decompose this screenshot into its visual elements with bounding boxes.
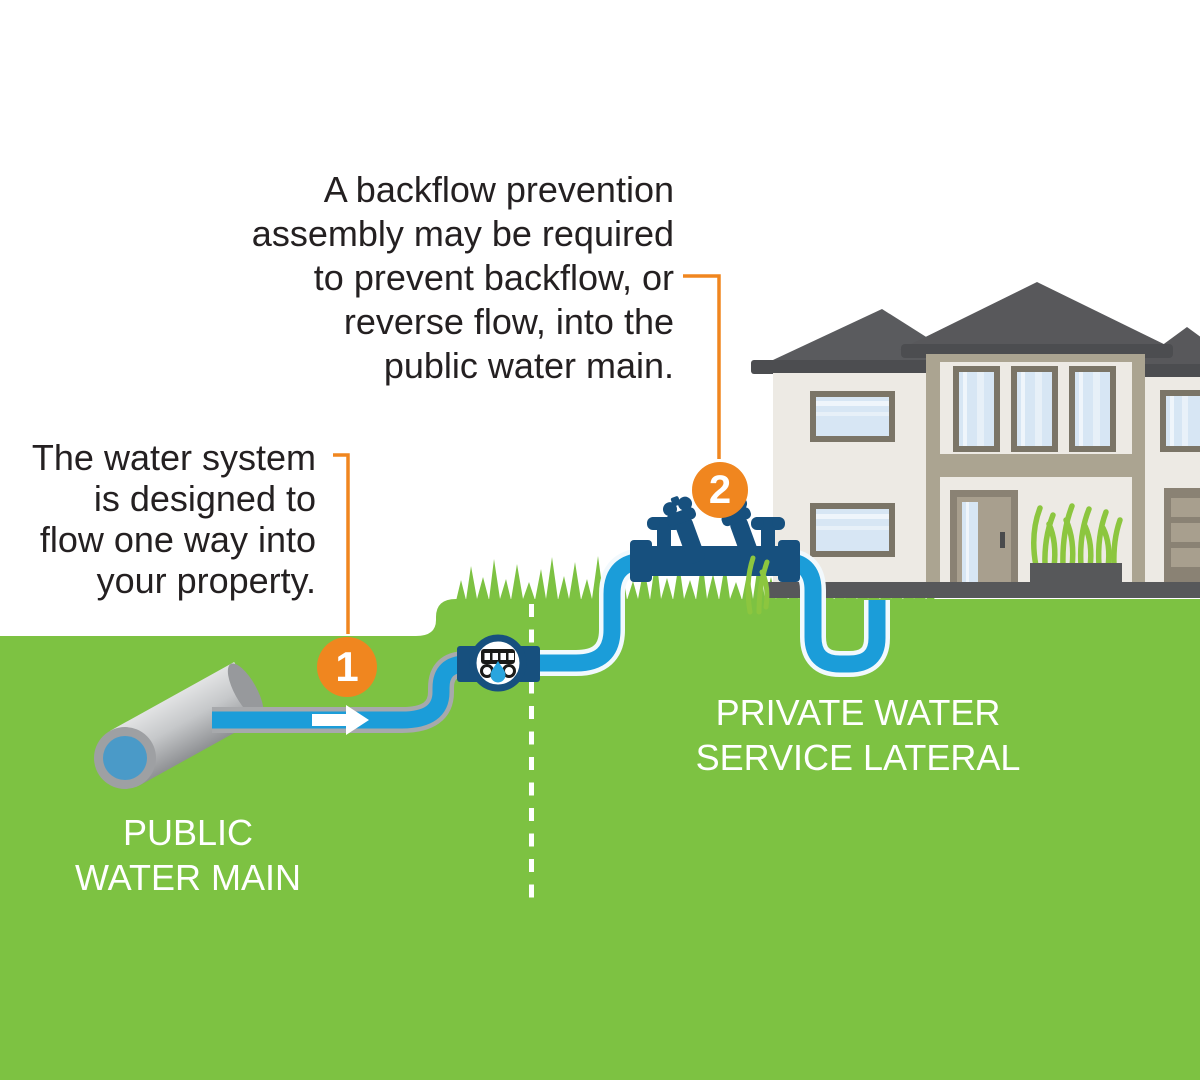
callout-line-text: The water system [31,437,316,478]
private-service-lateral-label: PRIVATE WATER SERVICE LATERAL [648,690,1068,780]
roof-left-eave [751,360,937,374]
step-badge-2: 2 [692,462,748,518]
backflow-note-callout: A backflow prevention assembly may be re… [250,168,674,388]
roof-center [899,282,1176,350]
check-valve-1 [662,496,706,564]
callout-line-text: flow one way into [39,519,316,560]
label-line-text: SERVICE LATERAL [695,737,1021,778]
callout-line-text: your property. [96,560,316,601]
callout-line-text: to prevent backflow, or [313,257,674,298]
callout-line-2 [683,274,721,459]
front-door [950,490,1018,590]
foundation [766,582,1200,598]
shutoff-valve-right [751,517,785,550]
service-lateral-pipe-street-side [212,651,478,733]
window-left-upper [810,391,895,442]
label-line-text: PRIVATE WATER [715,692,1001,733]
callout-line-text: assembly may be required [251,213,674,254]
window-right-wing [1160,390,1200,452]
label-line-text: WATER MAIN [75,857,301,898]
backflow-preventer-icon [630,496,800,582]
public-water-main-pipe [94,662,265,789]
planter-box [1030,563,1122,586]
roof-right-eave [1134,364,1200,377]
callout-line-text: A backflow prevention [323,169,674,210]
planter-grass [1031,503,1123,570]
label-line-text: PUBLIC [122,812,254,853]
callout-line-text: reverse flow, into the [343,301,674,342]
garage-door [1164,488,1200,584]
callout-line-text: public water main. [383,345,674,386]
step-badge-1: 1 [317,637,377,697]
grass-tuft [745,555,770,615]
house-illustration [751,282,1200,598]
window-center-1 [953,366,1000,452]
one-way-note-callout: The water system is designed to flow one… [30,437,316,601]
window-center-2 [1011,366,1058,452]
callout-line-1 [333,453,350,634]
window-center-3 [1069,366,1116,452]
water-drop-icon [490,661,506,683]
public-water-main-label: PUBLIC WATER MAIN [28,810,348,900]
step-badge-2-number: 2 [708,467,732,512]
window-left-lower [810,503,895,557]
main-pipe-opening [103,736,147,780]
callout-line-text: is designed to [93,478,316,519]
step-badge-1-number: 1 [335,643,359,690]
flow-direction-arrow-icon [312,705,369,735]
water-meter-icon [457,634,540,692]
